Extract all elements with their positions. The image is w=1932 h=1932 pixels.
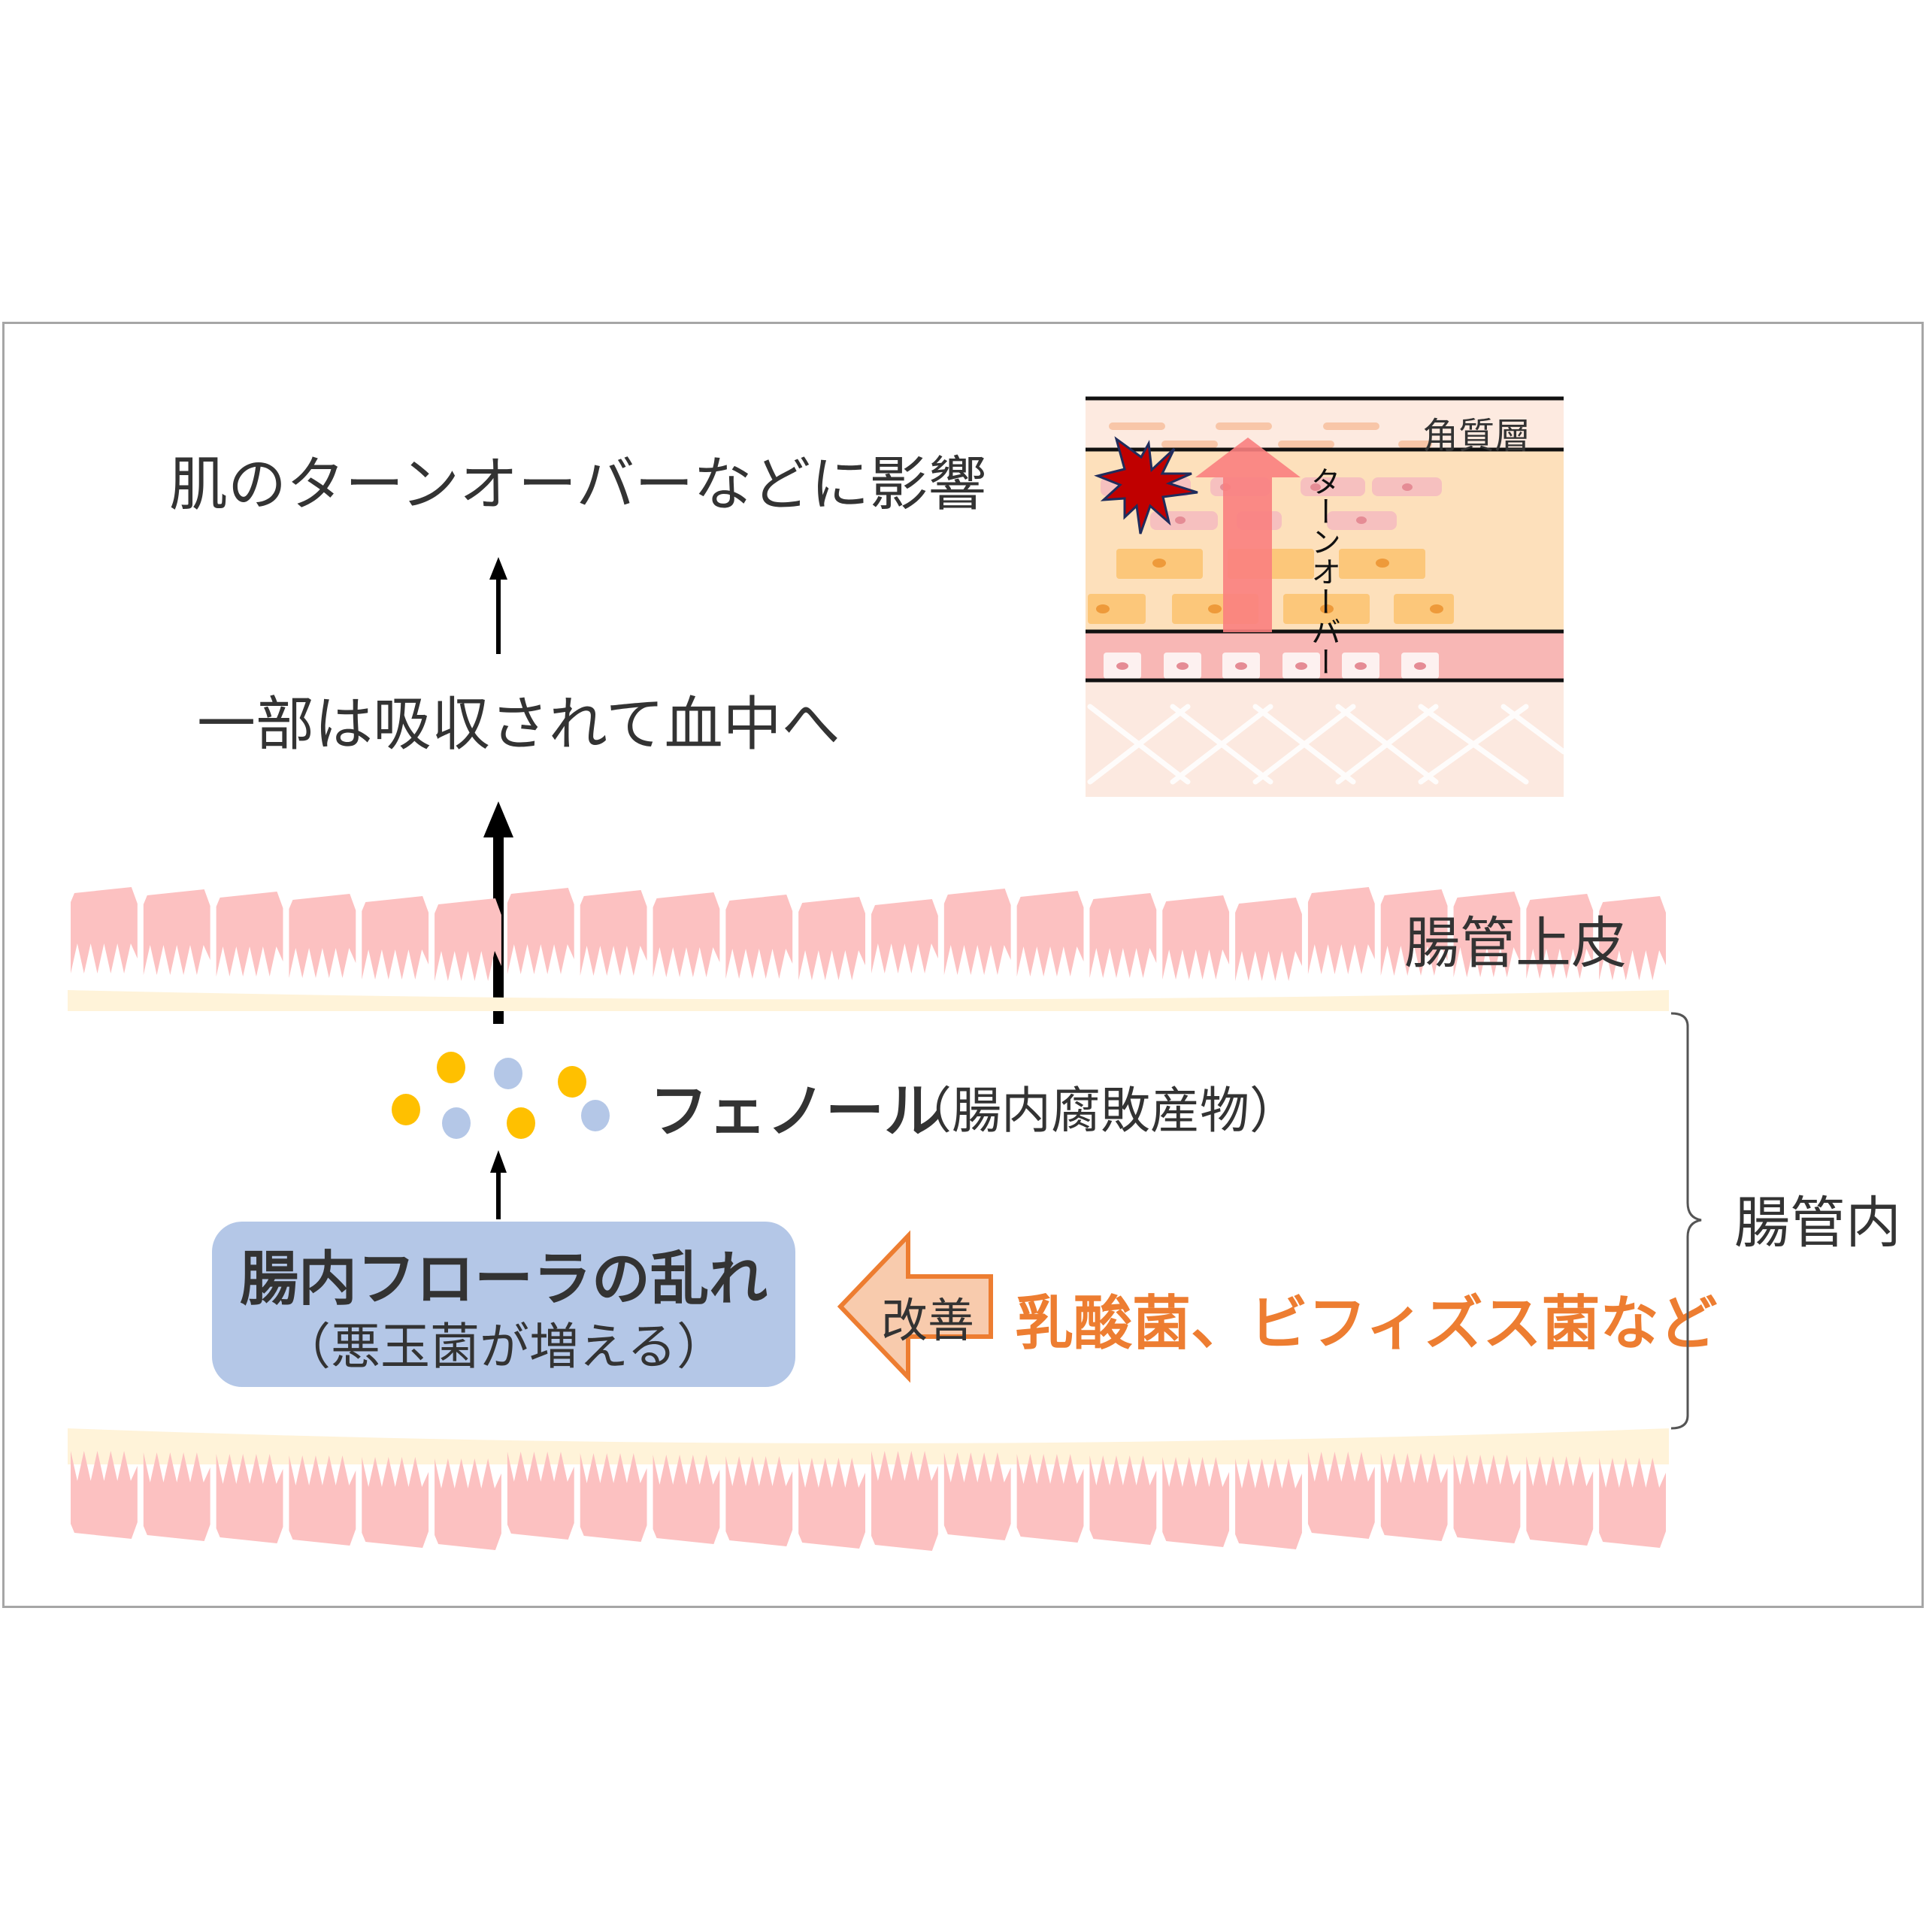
villus-cell (1526, 894, 1594, 979)
villus-cell (289, 1455, 356, 1546)
villus-cell (1380, 889, 1448, 976)
villus-cell (871, 1451, 938, 1551)
villus-cell (143, 1452, 210, 1541)
burst-icon (1094, 436, 1198, 534)
particle-yellow (558, 1066, 586, 1098)
villus-cell (1599, 1458, 1666, 1548)
villus-cell (1380, 1453, 1448, 1541)
villi-base (68, 990, 1669, 1011)
particle-yellow (392, 1094, 420, 1125)
villus-cell (362, 1457, 429, 1548)
particle-blue (442, 1107, 471, 1139)
villus-cell (362, 896, 429, 980)
villus-cell (507, 888, 574, 974)
skin-layers-illustration (1086, 396, 1567, 797)
particle-yellow (437, 1052, 465, 1083)
villus-cell (435, 898, 501, 981)
villus-cell (1453, 1455, 1521, 1543)
intestinal-epithelium-bottom (68, 1428, 1669, 1551)
lumen-bracket (1670, 1012, 1702, 1430)
particle-yellow (507, 1107, 535, 1139)
villus-cell (943, 889, 1011, 975)
dermis-fibers (1087, 704, 1567, 785)
flora-imbalance-box: 腸内フローラの乱れ （悪玉菌が増える） (212, 1222, 795, 1387)
epithelium-label: 腸管上皮 (1404, 911, 1627, 976)
villus-cell (1307, 1452, 1375, 1539)
particle-blue (581, 1100, 610, 1131)
dermis-layer (1086, 680, 1564, 797)
villus-cell (1235, 898, 1302, 981)
villus-cell (1307, 887, 1375, 974)
villus-cell (653, 1455, 720, 1544)
effect-label: 肌のターンオーバーなどに影響 (169, 451, 987, 519)
villus-cell (580, 890, 647, 976)
absorption-label: 一部は吸収されて血中へ (197, 691, 840, 759)
flora-note: （悪玉菌が増える） (280, 1318, 727, 1376)
villus-cell (1162, 895, 1230, 980)
villus-cell (1089, 893, 1157, 978)
layer-lines (1086, 396, 1564, 683)
villus-cell (143, 889, 210, 975)
flora-title: 腸内フローラの乱れ (239, 1246, 768, 1313)
villus-cell (1599, 896, 1666, 980)
villus-cell (289, 894, 356, 978)
villus-cell (1235, 1458, 1302, 1549)
villus-cell (71, 1451, 138, 1539)
villus-cell (216, 892, 283, 977)
improve-label: 改善 (881, 1293, 975, 1348)
lumen-label: 腸管内 (1734, 1191, 1901, 1255)
villus-cell (798, 1458, 865, 1549)
villus-cell (725, 895, 793, 979)
villus-cell (1453, 892, 1521, 977)
intestinal-epithelium-top (68, 887, 1669, 1011)
corneum-flakes (1109, 422, 1432, 448)
villus-cell (1089, 1455, 1157, 1545)
villus-cell (507, 1452, 574, 1540)
villus-cell (1526, 1456, 1594, 1546)
villus-cell (943, 1452, 1011, 1540)
diagram-frame (2, 322, 1924, 1608)
villus-cell (653, 892, 720, 977)
probiotics-label: 乳酸菌、ビフィズス菌など (1015, 1290, 1718, 1358)
villus-cell (798, 897, 865, 980)
basal-cells (1104, 653, 1439, 679)
villus-cell (580, 1453, 647, 1542)
phenol-label: フェノール (650, 1078, 943, 1146)
villus-cell (435, 1458, 501, 1550)
villus-cell (725, 1456, 793, 1546)
phenol-particles (392, 1052, 610, 1139)
villi-base (68, 1428, 1669, 1464)
turnover-arrow (1195, 438, 1301, 632)
stratum-corneum-label: 角質層 (1422, 415, 1531, 457)
villus-cell (1016, 891, 1084, 977)
turnover-label: ターンオーバー (1306, 466, 1340, 677)
villus-cell (1162, 1457, 1230, 1547)
villus-cell (1016, 1454, 1084, 1543)
villus-cell (71, 887, 138, 974)
particle-blue (494, 1058, 522, 1089)
improve-arrow (837, 1230, 993, 1383)
villus-cell (871, 899, 938, 974)
phenol-note: （腸内腐敗産物） (902, 1082, 1299, 1140)
villus-cell (216, 1454, 283, 1543)
